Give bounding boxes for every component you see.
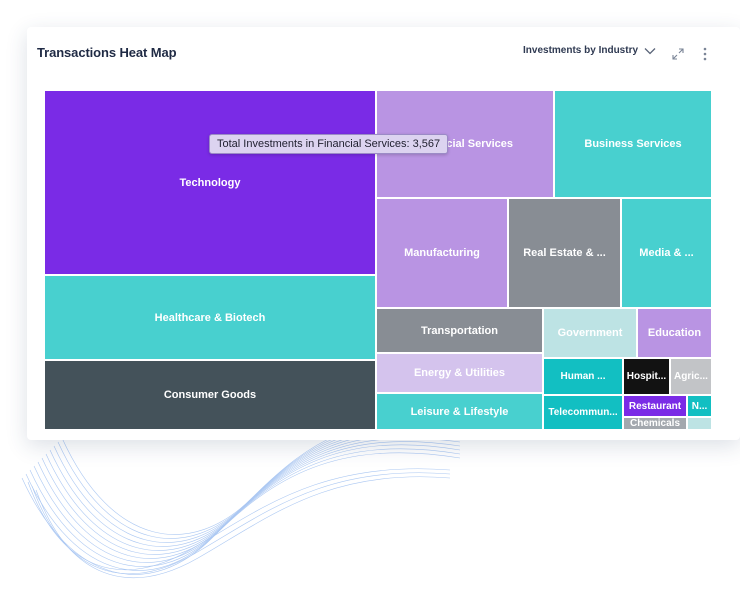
tile-label: Energy & Utilities <box>413 367 506 379</box>
dropdown-label: Investments by Industry <box>523 45 639 56</box>
tile-label: Manufacturing <box>404 247 480 259</box>
tile-label: Healthcare & Biotech <box>154 311 266 324</box>
expand-icon[interactable] <box>671 47 685 61</box>
tile-label: Agric... <box>674 371 708 382</box>
tile-energy-utilities[interactable]: Energy & Utilities <box>376 353 543 393</box>
tile-human[interactable]: Human ... <box>543 358 623 395</box>
tile-real-estate[interactable]: Real Estate & ... <box>508 198 621 308</box>
tile-label: Human ... <box>560 371 606 382</box>
more-options-icon[interactable] <box>701 46 709 62</box>
tile-hospitality[interactable]: Hospit... <box>623 358 670 395</box>
tile-consumer-goods[interactable]: Consumer Goods <box>44 360 376 430</box>
tile-healthcare[interactable]: Healthcare & Biotech <box>44 275 376 360</box>
tile-label: Media & ... <box>639 247 694 259</box>
tile-other[interactable] <box>687 417 712 430</box>
card-title: Transactions Heat Map <box>37 45 177 60</box>
tile-label: Restaurant <box>628 400 682 412</box>
tile-media[interactable]: Media & ... <box>621 198 712 308</box>
tile-agriculture[interactable]: Agric... <box>670 358 712 395</box>
tile-label: Government <box>557 327 623 339</box>
tile-label: Telecommun... <box>548 407 618 418</box>
tile-transportation[interactable]: Transportation <box>376 308 543 353</box>
tile-n[interactable]: N... <box>687 395 712 417</box>
tile-leisure-lifestyle[interactable]: Leisure & Lifestyle <box>376 393 543 430</box>
tile-telecommunications[interactable]: Telecommun... <box>543 395 623 430</box>
tile-business-services[interactable]: Business Services <box>554 90 712 198</box>
tile-chemicals[interactable]: Chemicals <box>623 417 687 430</box>
tile-government[interactable]: Government <box>543 308 637 358</box>
tile-technology[interactable]: Technology <box>44 90 376 275</box>
tile-manufacturing[interactable]: Manufacturing <box>376 198 508 308</box>
tile-label: Leisure & Lifestyle <box>410 405 509 418</box>
tile-label: Technology <box>179 176 241 189</box>
tile-label: Consumer Goods <box>163 389 257 401</box>
tile-label: Chemicals <box>629 418 681 429</box>
tile-restaurant[interactable]: Restaurant <box>623 395 687 417</box>
tile-label: Real Estate & ... <box>523 247 606 259</box>
tile-label: Education <box>647 327 702 339</box>
decorative-wave-lines <box>21 420 461 578</box>
tile-label: Business Services <box>584 138 682 150</box>
industry-dropdown[interactable]: Investments by Industry <box>523 45 656 56</box>
treemap: Technology Healthcare & Biotech Consumer… <box>44 90 712 430</box>
tile-label: Transportation <box>420 324 498 337</box>
tooltip: Total Investments in Financial Services:… <box>209 134 449 154</box>
chevron-down-icon <box>644 47 656 54</box>
tile-education[interactable]: Education <box>637 308 712 358</box>
tile-label: Hospit... <box>626 371 667 382</box>
tile-label: N... <box>691 400 708 412</box>
